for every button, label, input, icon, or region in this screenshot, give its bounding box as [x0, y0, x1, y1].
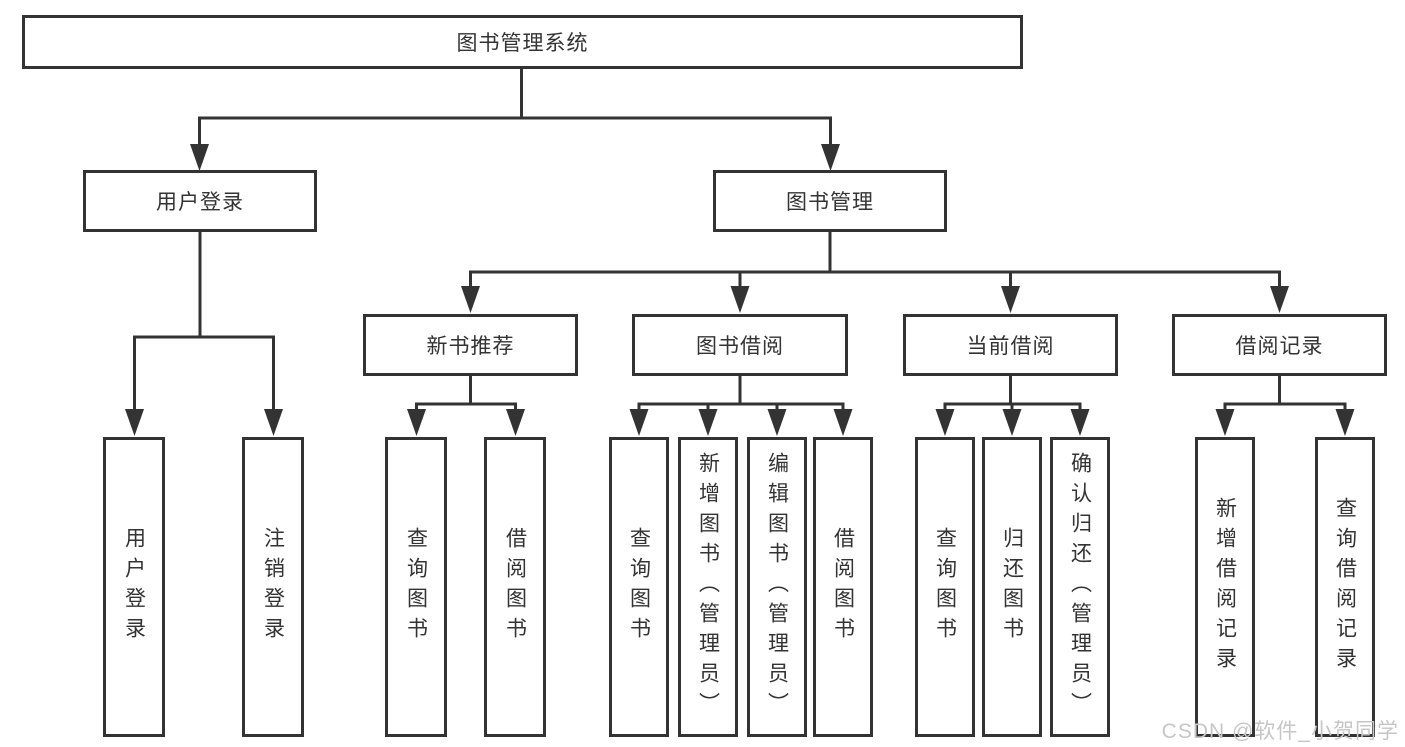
leaf-query-books-borrow: 查询图书	[609, 437, 669, 737]
leaf-query-books-current: 查询图书	[915, 437, 975, 737]
leaf-label: 归还图书	[1000, 527, 1024, 647]
node-user-login: 用户登录	[83, 170, 317, 232]
node-book-borrowing: 图书借阅	[632, 314, 848, 376]
leaf-label: 借阅图书	[503, 527, 527, 647]
leaf-label: 注销登录	[261, 527, 285, 647]
leaf-logout-login: 注销登录	[242, 437, 304, 737]
node-current-borrowing: 当前借阅	[903, 314, 1118, 376]
node-book-management: 图书管理	[713, 170, 947, 232]
leaf-user-login: 用户登录	[103, 437, 165, 737]
leaf-add-books-admin: 新增图书（管理员）	[678, 437, 738, 737]
leaf-query-borrow-record: 查询借阅记录	[1315, 437, 1375, 737]
leaf-borrow-books-recommend: 借阅图书	[484, 437, 546, 737]
node-library-management-system: 图书管理系统	[22, 15, 1023, 69]
leaf-return-books: 归还图书	[982, 437, 1042, 737]
arrowheads	[125, 144, 1355, 436]
node-borrowing-records: 借阅记录	[1172, 314, 1387, 376]
node-new-book-recommendation: 新书推荐	[363, 314, 578, 376]
leaf-label: 新增图书（管理员）	[696, 452, 720, 722]
leaf-edit-books-admin: 编辑图书（管理员）	[747, 437, 807, 737]
watermark: CSDN @软件_小贺同学	[1161, 720, 1399, 743]
leaf-label: 查询图书	[627, 527, 651, 647]
leaf-label: 查询图书	[933, 527, 957, 647]
leaf-label: 确认归还（管理员）	[1068, 452, 1092, 722]
leaf-label: 查询借阅记录	[1333, 497, 1357, 677]
leaf-label: 新增借阅记录	[1213, 497, 1237, 677]
leaf-add-borrow-record: 新增借阅记录	[1195, 437, 1255, 737]
leaf-label: 查询图书	[404, 527, 428, 647]
leaf-label: 编辑图书（管理员）	[765, 452, 789, 722]
leaf-label: 用户登录	[122, 527, 146, 647]
leaf-confirm-return-admin: 确认归还（管理员）	[1050, 437, 1110, 737]
leaf-query-books-recommend: 查询图书	[385, 437, 447, 737]
leaf-label: 借阅图书	[831, 527, 855, 647]
leaf-borrow-books-borrow: 借阅图书	[813, 437, 873, 737]
